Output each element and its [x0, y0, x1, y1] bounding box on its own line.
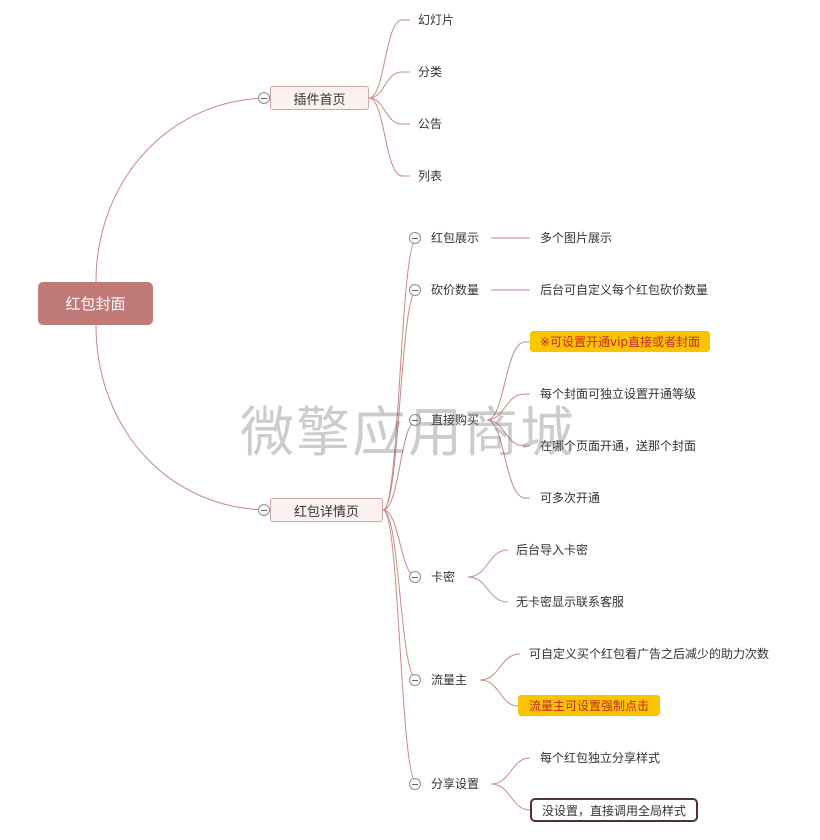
- connector-homepage-list: [368, 97, 410, 177]
- item-card-2[interactable]: 无卡密显示联系客服: [516, 595, 625, 609]
- collapse-icon[interactable]: [409, 284, 421, 296]
- item-share-1[interactable]: 每个红包独立分享样式: [540, 751, 661, 765]
- leaf-category[interactable]: 分类: [418, 65, 443, 79]
- item-buy-1-highlight[interactable]: ※可设置开通vip直接或者封面: [530, 331, 710, 352]
- item-buy-4[interactable]: 可多次开通: [540, 491, 601, 505]
- connector-buy-item-1: [486, 341, 530, 421]
- group-share[interactable]: 分享设置: [431, 777, 480, 791]
- connector-detail-display: [382, 237, 418, 511]
- connector-share-item-1: [490, 757, 531, 785]
- connector-detail-bargain: [382, 289, 418, 511]
- collapse-icon[interactable]: [409, 674, 421, 686]
- item-display-1[interactable]: 多个图片展示: [540, 231, 613, 245]
- connector-detail-share: [382, 509, 418, 785]
- branch-detail[interactable]: 红包详情页: [270, 498, 383, 522]
- root-node[interactable]: 红包封面: [38, 282, 153, 325]
- connector-detail-traffic: [382, 509, 418, 681]
- branch-homepage[interactable]: 插件首页: [270, 86, 369, 110]
- group-bargain[interactable]: 砍价数量: [431, 283, 480, 297]
- item-share-2-boxed[interactable]: 没设置，直接调用全局样式: [530, 798, 698, 822]
- collapse-icon[interactable]: [258, 504, 270, 516]
- collapse-icon[interactable]: [258, 92, 270, 104]
- connector-root-detail: [95, 324, 271, 511]
- item-buy-2[interactable]: 每个封面可独立设置开通等级: [540, 387, 697, 401]
- group-buy[interactable]: 直接购买: [431, 413, 480, 427]
- collapse-icon[interactable]: [409, 778, 421, 790]
- connector-traffic-item-1: [479, 653, 521, 681]
- connector-traffic-item-2: [479, 679, 519, 707]
- connector-buy-item-2: [486, 393, 530, 421]
- connector-card-item-2: [467, 576, 509, 603]
- item-buy-3[interactable]: 在哪个页面开通，送那个封面: [540, 439, 697, 453]
- connector-share-item-2: [490, 783, 531, 811]
- connector-buy-item-4: [486, 419, 530, 499]
- item-bargain-1[interactable]: 后台可自定义每个红包砍价数量: [540, 283, 709, 297]
- connector-buy-item-3: [486, 419, 530, 447]
- collapse-icon[interactable]: [409, 414, 421, 426]
- connector-homepage-slides: [368, 19, 410, 99]
- connector-detail-buy: [382, 419, 418, 511]
- collapse-icon[interactable]: [409, 571, 421, 583]
- group-card[interactable]: 卡密: [431, 570, 456, 584]
- item-card-1[interactable]: 后台导入卡密: [516, 543, 589, 557]
- leaf-slides[interactable]: 幻灯片: [418, 13, 455, 27]
- connector-homepage-category: [368, 71, 410, 99]
- leaf-notice[interactable]: 公告: [418, 117, 443, 131]
- collapse-icon[interactable]: [409, 232, 421, 244]
- leaf-list[interactable]: 列表: [418, 169, 443, 183]
- item-traffic-2-highlight[interactable]: 流量主可设置强制点击: [518, 695, 660, 716]
- connector-root-homepage: [95, 97, 271, 283]
- group-traffic[interactable]: 流量主: [431, 673, 468, 687]
- group-display[interactable]: 红包展示: [431, 231, 480, 245]
- item-traffic-1[interactable]: 可自定义买个红包看广告之后减少的助力次数: [529, 647, 770, 661]
- connector-card-item-1: [467, 549, 509, 578]
- connector-homepage-notice: [368, 97, 410, 125]
